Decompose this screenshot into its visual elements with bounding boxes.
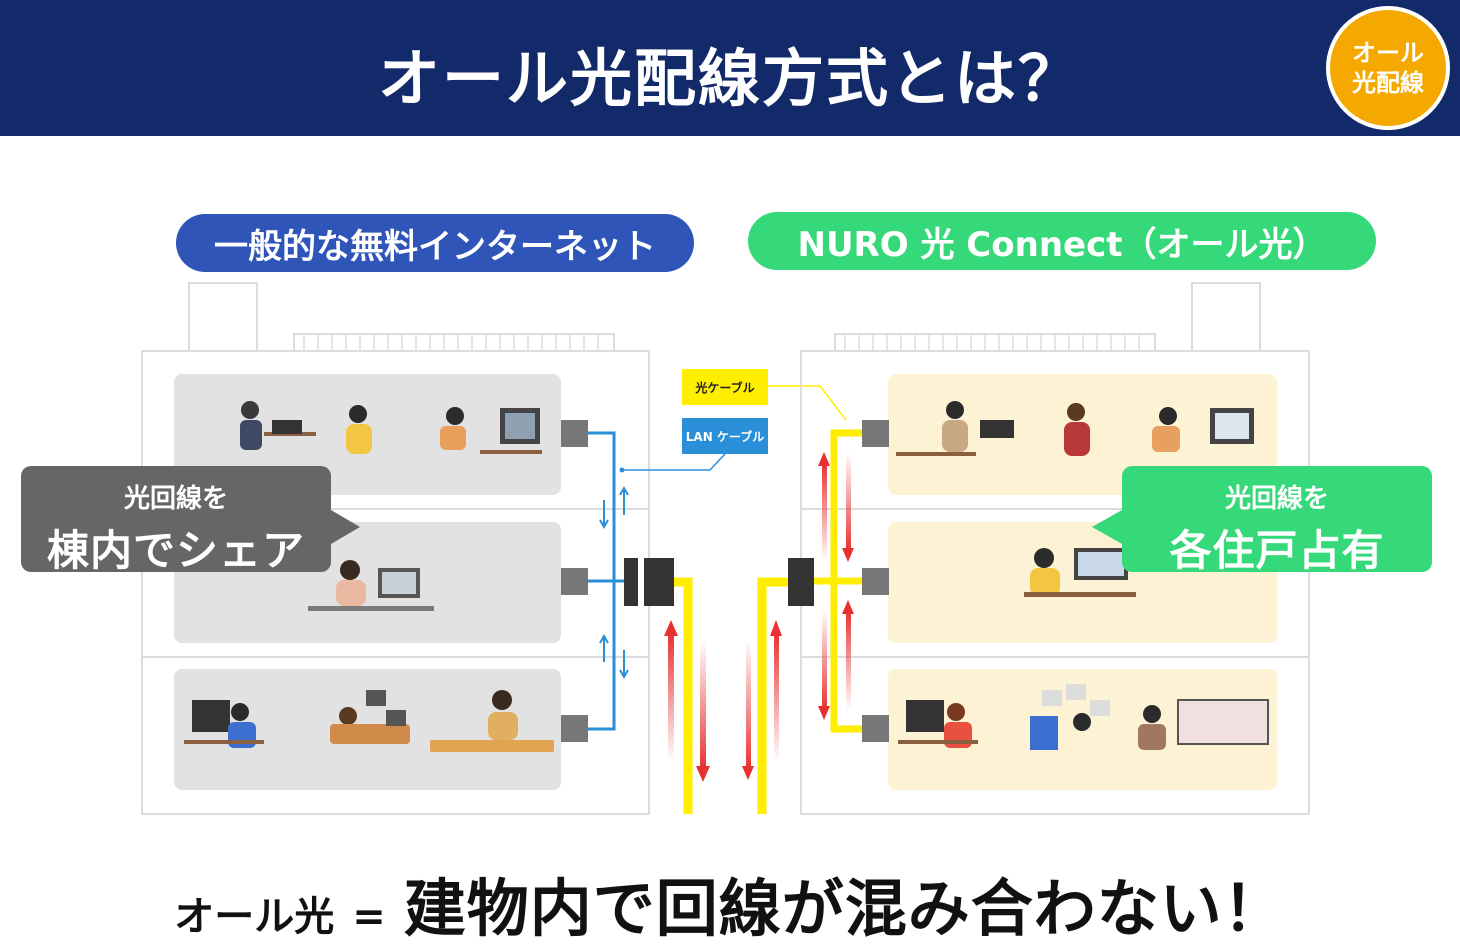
left-switch-a: [624, 558, 638, 606]
shared-line-callout: 光回線を 棟内でシェア: [21, 466, 331, 575]
right-room-3-people: [898, 684, 1269, 750]
footer-term: オール光: [174, 894, 335, 940]
shared-callout-main: 棟内でシェア: [46, 526, 305, 575]
right-port-1: [862, 420, 889, 447]
right-port-2: [862, 568, 889, 595]
all-fiber-badge: オール 光配線: [1326, 6, 1450, 130]
left-switch-b: [644, 558, 674, 606]
footer-tagline: オール光 = 建物内で回線が混み合わない！: [0, 858, 1460, 948]
lan-legend-leader: [622, 453, 726, 471]
right-fiber-cables: [814, 429, 862, 733]
right-callout-pointer: [1092, 510, 1122, 544]
right-roof-railing: [834, 333, 1156, 352]
page-title: オール光配線方式とは？: [377, 42, 1082, 115]
badge-line-2: 光配線: [1352, 69, 1424, 97]
header-banner: オール光配線方式とは？: [0, 0, 1460, 136]
left-room-3-people: [184, 690, 554, 752]
left-port-1: [561, 420, 588, 447]
dedicated-line-callout: 光回線を 各住戸占有: [1122, 466, 1432, 575]
left-traffic-arrows: [664, 620, 710, 782]
left-callout-pointer: [331, 510, 360, 544]
right-switch: [788, 558, 814, 606]
badge-line-1: オール: [1352, 39, 1424, 67]
left-port-2: [561, 568, 588, 595]
left-fiber-cable: [674, 577, 693, 814]
fiber-legend-leader: [768, 385, 847, 421]
left-lan-arrows: [599, 485, 629, 680]
left-room-2-people: [308, 560, 434, 611]
left-panel-title: 一般的な無料インターネット: [176, 214, 694, 272]
right-roof-structure: [1191, 282, 1261, 352]
lan-cable-legend: LAN ケーブル: [682, 418, 768, 454]
right-traffic-arrows: [742, 452, 854, 780]
right-panel-title: NURO 光 Connect（オール光）: [748, 212, 1376, 270]
footer-message: 建物内で回線が混み合わない！: [403, 872, 1286, 945]
footer-equals: =: [352, 894, 386, 940]
shared-callout-sub: 光回線を: [123, 484, 228, 514]
right-port-3: [862, 715, 889, 742]
left-port-3: [561, 715, 588, 742]
dedicated-callout-main: 各住戸占有: [1169, 526, 1385, 575]
left-lan-cables: [588, 431, 626, 731]
right-room-2-people: [1024, 548, 1136, 597]
fiber-cable-legend: 光ケーブル: [682, 369, 768, 405]
right-room-1-people: [896, 401, 1254, 456]
left-roof-railing: [293, 333, 615, 352]
left-room-1-people: [240, 401, 542, 454]
dedicated-callout-sub: 光回線を: [1224, 484, 1329, 514]
left-roof-structure: [188, 282, 258, 352]
right-fiber-trunk: [757, 577, 788, 814]
